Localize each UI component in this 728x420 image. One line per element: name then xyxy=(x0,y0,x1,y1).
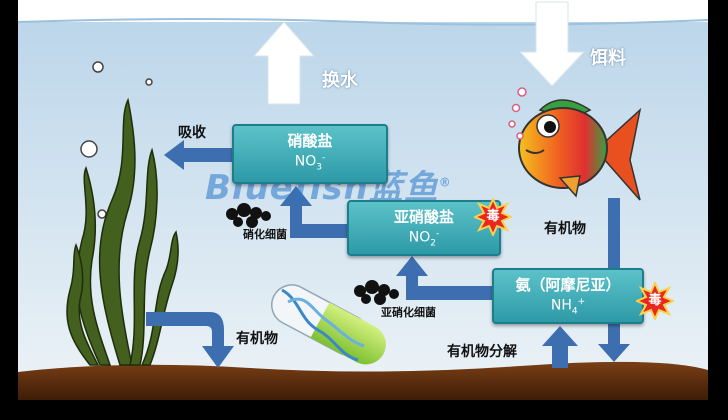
probiotic-capsule-icon xyxy=(270,284,386,365)
ammonia-to-nitrite-arrow xyxy=(396,256,494,300)
nitrite-toxic-label: 毒 xyxy=(486,209,500,224)
nitrite-to-nitrate-arrow xyxy=(280,186,348,238)
nitrite-formula-sub: 2 xyxy=(430,238,436,249)
nitrate-formula-sub: 3 xyxy=(316,162,322,173)
fish-icon xyxy=(508,87,642,201)
nitrite-formula-sup: - xyxy=(435,229,440,239)
nitrate-formula-sup: - xyxy=(321,153,326,163)
bubbles xyxy=(80,61,153,219)
nitrifying-bacteria-icon xyxy=(226,203,271,228)
soil xyxy=(18,361,708,400)
nitrifying-bacteria-label: 硝化细菌 xyxy=(243,228,287,241)
nitrate-formula: NO3- xyxy=(234,153,386,172)
absorb-label: 吸收 xyxy=(178,125,206,141)
ammonia-node: 氨（阿摩尼亚） NH4+ xyxy=(492,268,644,324)
nitrite-title: 亚硝酸盐 xyxy=(393,208,454,226)
ammonia-title: 氨（阿摩尼亚） xyxy=(515,276,621,294)
water-change-arrow xyxy=(252,21,316,105)
ammonia-formula-sup: + xyxy=(577,297,586,307)
watermark-mark: ® xyxy=(438,175,452,190)
surface-line xyxy=(17,18,709,26)
absorb-arrow xyxy=(164,140,232,170)
decomposition-arrow xyxy=(542,326,578,368)
organic-decomposition-label: 有机物分解 xyxy=(447,344,517,360)
feed-arrow xyxy=(518,1,586,87)
ammonia-formula-sub: 4 xyxy=(571,306,578,317)
nitrate-formula-base: NO xyxy=(294,153,317,170)
ammonia-formula: NH4+ xyxy=(494,297,642,316)
nitrite-formula: NO2- xyxy=(349,229,499,248)
water-change-label: 换水 xyxy=(322,70,358,91)
feed-label: 饵料 xyxy=(590,48,626,69)
nitrate-title: 硝酸盐 xyxy=(287,132,333,150)
nitrite-toxic-badge: 毒 xyxy=(472,196,514,238)
organic-matter-plant-label: 有机物 xyxy=(236,331,278,347)
plant-organic-arrow xyxy=(146,312,234,368)
nitrite-node: 亚硝酸盐 NO2- xyxy=(347,200,501,256)
toxic-burst-icon xyxy=(472,196,514,238)
ammonia-toxic-label: 毒 xyxy=(648,293,662,308)
ammonia-toxic-badge: 毒 xyxy=(634,280,676,322)
ammonia-formula-base: NH xyxy=(550,297,572,314)
organic-matter-fish-label: 有机物 xyxy=(544,221,586,237)
nitrosifying-bacteria-label: 亚硝化细菌 xyxy=(381,306,436,319)
toxic-burst-icon xyxy=(634,280,676,322)
aquatic-plant xyxy=(66,97,179,366)
nitrite-formula-base: NO xyxy=(408,229,431,246)
nitrate-node: 硝酸盐 NO3- xyxy=(232,124,388,184)
nitrosifying-bacteria-icon xyxy=(354,280,399,305)
